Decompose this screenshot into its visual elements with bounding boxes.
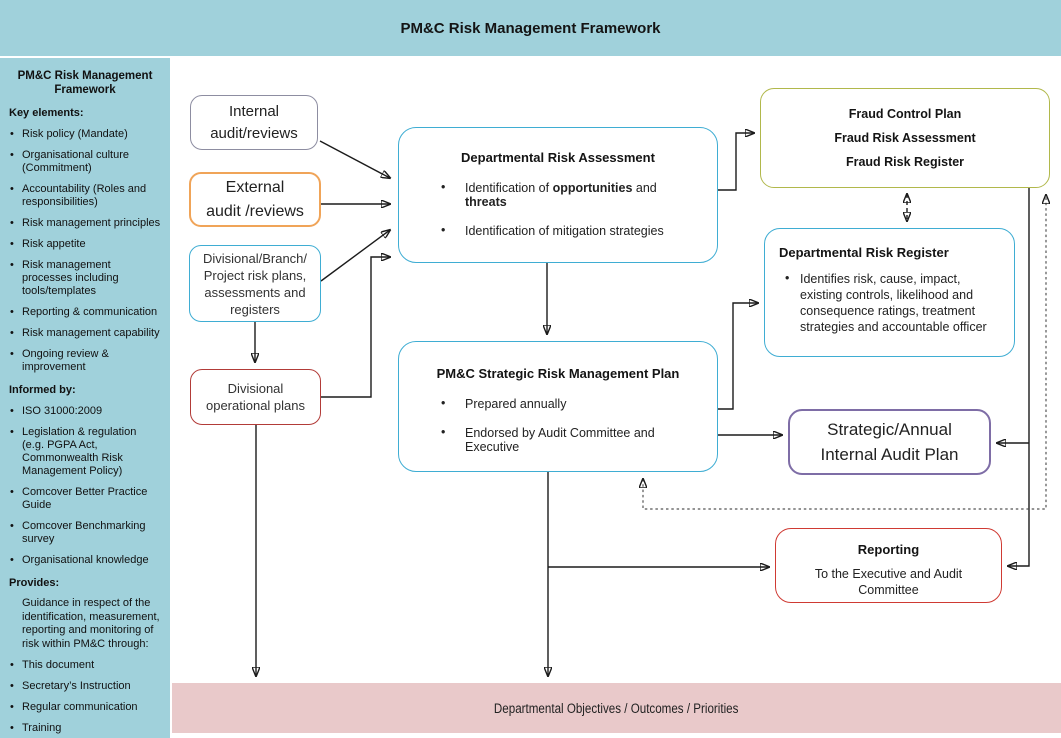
box-departmental-risk-register: Departmental Risk Register Identifies ri… [764,228,1015,357]
box-departmental-risk-assessment: Departmental Risk Assessment Identificat… [398,127,718,263]
risk-assessment-bullet: Identification of opportunities and thre… [415,180,701,209]
audit-plan-label: Internal Audit Plan [820,445,959,464]
key-elements-item: Risk management principles [9,217,161,230]
informed-by-item: ISO 31000:2009 [9,405,161,418]
box-divisional-operational-plans: Divisional operational plans [190,369,321,425]
risk-register-bullet: Identifies risk, cause, impact, existing… [779,270,1002,335]
provides-item: This document [9,659,161,672]
fraud-control-plan-label: Fraud Control Plan [848,107,962,121]
risk-assessment-bullet: Identification of mitigation strategies [415,223,701,238]
audit-plan-label: Strategic/Annual [827,420,952,439]
fraud-risk-register-label: Fraud Risk Register [845,155,965,169]
sidebar-title: PM&C Risk Management Framework [17,70,153,96]
strategic-plan-bullet: Prepared annually [415,396,701,411]
box-internal-audit: Internal audit/reviews [190,95,318,150]
sidebar: PM&C Risk Management Framework Key eleme… [0,58,170,738]
provides-item: Regular communication [9,701,161,714]
box-reporting: Reporting To the Executive and Audit Com… [775,528,1002,603]
arrow-divops-to-assessment [321,257,390,398]
informed-by-item: Comcover Benchmarking survey [9,520,161,546]
internal-audit-label: audit/reviews [210,124,298,142]
key-elements-item: Accountability (Roles and responsibiliti… [9,183,161,209]
objectives-bar: Departmental Objectives / Outcomes / Pri… [172,683,1061,733]
informed-by-heading: Informed by: [9,384,76,396]
key-elements-item: Risk appetite [9,238,161,251]
page-title: PM&C Risk Management Framework [400,19,661,37]
arrow-internal-to-assessment [319,140,390,178]
informed-by-item: Organisational knowledge [9,554,161,567]
key-elements-item: Reporting & communication [9,306,161,319]
risk-register-title: Departmental Risk Register [779,245,949,260]
arrow-divbranch-to-assessment [320,230,390,282]
key-elements-item: Risk policy (Mandate) [9,128,161,141]
provides-item: Training [9,722,161,735]
provides-intro: Guidance in respect of the identificatio… [22,597,160,650]
internal-audit-label: Internal [228,102,280,120]
external-audit-label: External [225,178,285,196]
provides-item: Secretary’s Instruction [9,680,161,693]
external-audit-label: audit /reviews [206,202,304,220]
informed-by-item: Legislation & regulation (e.g. PGPA Act,… [9,426,161,478]
key-elements-item: Risk management processes including tool… [9,259,161,298]
provides-heading: Provides: [9,577,60,589]
key-elements-item: Risk management capability [9,327,161,340]
key-elements-item: Ongoing review & improvement [9,348,161,374]
reporting-title: Reporting [857,542,920,557]
box-strategic-risk-management-plan: PM&C Strategic Risk Management Plan Prep… [398,341,718,472]
page-header: PM&C Risk Management Framework [0,0,1061,56]
box-divisional-branch-plans: Divisional/Branch/ Project risk plans, a… [189,245,321,322]
reporting-body: To the Executive and Audit Committee [814,567,963,597]
risk-assessment-title: Departmental Risk Assessment [461,150,655,165]
key-elements-heading: Key elements: [9,107,84,119]
box-fraud-control: Fraud Control Plan Fraud Risk Assessment… [760,88,1050,188]
divisional-branch-label: Divisional/Branch/ Project risk plans, a… [202,250,308,317]
objectives-bar-label: Departmental Objectives / Outcomes / Pri… [494,700,739,716]
arrow-assessment-to-fraud [718,133,754,191]
divisional-ops-label: Divisional operational plans [205,381,306,413]
arrow-plan-to-register [718,303,758,410]
informed-by-item: Comcover Better Practice Guide [9,486,161,512]
box-internal-audit-plan: Strategic/Annual Internal Audit Plan [788,409,991,475]
strategic-plan-bullet: Endorsed by Audit Committee and Executiv… [415,425,701,454]
key-elements-item: Organisational culture (Commitment) [9,149,161,175]
box-external-audit: External audit /reviews [189,172,321,227]
fraud-risk-assessment-label: Fraud Risk Assessment [834,131,976,145]
strategic-plan-title: PM&C Strategic Risk Management Plan [436,366,680,381]
